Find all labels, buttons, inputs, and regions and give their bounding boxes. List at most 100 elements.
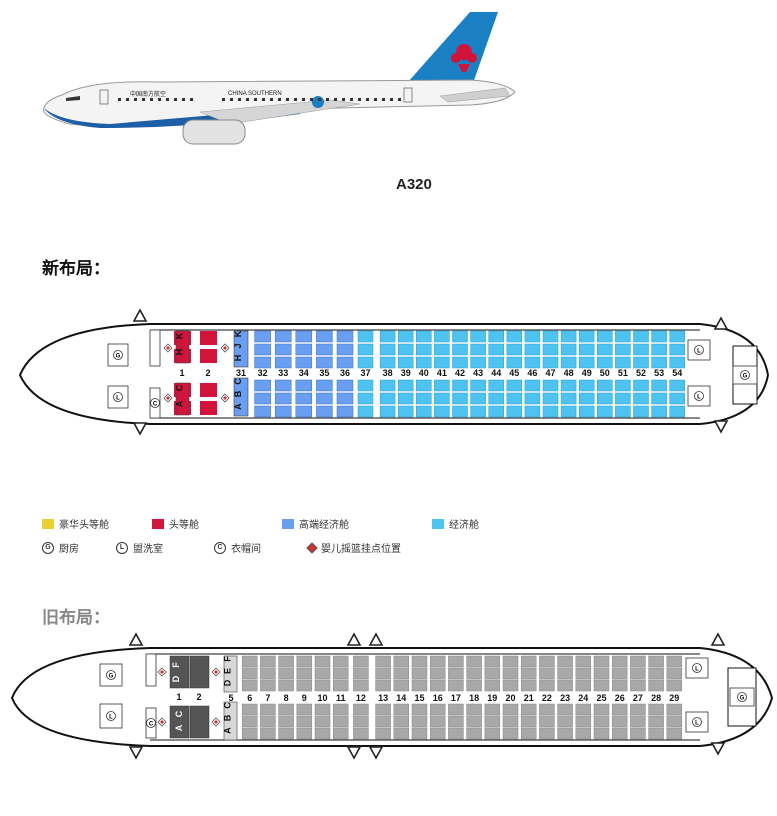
economy-seat bbox=[470, 379, 486, 392]
economy-seat-old bbox=[611, 715, 628, 728]
closet-letter: C bbox=[153, 402, 158, 408]
economy-seat-old bbox=[611, 655, 628, 668]
economy-seat-old bbox=[332, 667, 349, 680]
premium-seat bbox=[336, 343, 354, 356]
row-number: 12 bbox=[356, 693, 366, 703]
economy-seat bbox=[633, 405, 649, 418]
economy-seat bbox=[379, 330, 396, 343]
economy-seat-old bbox=[648, 715, 664, 728]
economy-seat bbox=[542, 392, 559, 405]
economy-seat-old bbox=[448, 679, 464, 692]
economy-seat-old bbox=[539, 679, 555, 692]
closet-icon: C bbox=[214, 541, 226, 554]
legend-item-closet: C 衣帽间 bbox=[214, 540, 261, 555]
economy-seat-old bbox=[448, 655, 464, 668]
rear-lavatory-top-icon bbox=[692, 663, 702, 673]
economy-seat bbox=[560, 392, 577, 405]
front-lavatory-letter: L bbox=[109, 715, 113, 721]
economy-seat-old bbox=[557, 667, 573, 680]
economy-seat-old bbox=[593, 703, 610, 716]
economy-seat-old bbox=[648, 703, 664, 716]
economy-seat-old bbox=[520, 667, 537, 680]
row-number: 2 bbox=[205, 368, 210, 378]
economy-seat-old bbox=[393, 655, 410, 668]
seat-letter: B bbox=[223, 714, 233, 721]
economy-seat-old bbox=[502, 727, 519, 740]
seat-letter: D bbox=[171, 675, 181, 682]
rear-galley-letter: G bbox=[740, 696, 745, 702]
economy-seat bbox=[542, 379, 559, 392]
tail-logo-icon bbox=[451, 44, 477, 72]
economy-seat-old bbox=[648, 727, 664, 740]
economy-seat-old bbox=[296, 655, 313, 668]
economy-seat bbox=[434, 405, 450, 418]
row-number: 16 bbox=[433, 693, 443, 703]
window-dot bbox=[310, 98, 313, 101]
economy-seat-old bbox=[314, 667, 331, 680]
economy-seat-old bbox=[502, 667, 519, 680]
premium-seat bbox=[295, 392, 313, 405]
economy-seat bbox=[578, 343, 595, 356]
window-dot bbox=[246, 98, 249, 101]
economy-seat bbox=[524, 330, 541, 343]
premium-seat bbox=[295, 343, 313, 356]
first-seat-old bbox=[169, 655, 190, 689]
front-lavatory-letter: L bbox=[116, 396, 120, 402]
row-number: 24 bbox=[578, 693, 588, 703]
bassinet-icon-core bbox=[223, 396, 227, 400]
economy-seat-old bbox=[575, 703, 592, 716]
row-number: 11 bbox=[336, 693, 346, 703]
economy-seat-old bbox=[630, 679, 646, 692]
seat-letter: A bbox=[223, 727, 233, 734]
economy-seat bbox=[488, 405, 504, 418]
seat-letter: J bbox=[233, 343, 243, 348]
economy-seat bbox=[379, 405, 396, 418]
economy-seat bbox=[397, 343, 414, 356]
economy-seat bbox=[597, 392, 613, 405]
economy-seat-old bbox=[429, 667, 446, 680]
window-dot bbox=[374, 98, 377, 101]
premium-seat bbox=[274, 356, 292, 369]
row-number: 29 bbox=[669, 693, 679, 703]
exit-arrow-icon bbox=[346, 746, 362, 760]
economy-seat bbox=[524, 343, 541, 356]
economy-seat bbox=[488, 379, 504, 392]
premium-seat bbox=[316, 405, 333, 418]
economy-seat-old bbox=[539, 727, 555, 740]
economy-seat bbox=[560, 379, 577, 392]
economy-seat bbox=[669, 405, 685, 418]
economy-seat bbox=[597, 379, 613, 392]
window-dot bbox=[326, 98, 329, 101]
economy-seat-old bbox=[260, 655, 276, 668]
row-number: 26 bbox=[615, 693, 625, 703]
economy-seat-old bbox=[375, 715, 391, 728]
economy-seat bbox=[357, 379, 374, 392]
legend-item-lavatory: L 盥洗室 bbox=[116, 540, 163, 555]
economy-seat bbox=[416, 330, 432, 343]
legend-item-bassinet: 婴儿摇篮挂点位置 bbox=[306, 540, 401, 555]
economy-seat-old bbox=[466, 703, 482, 716]
row-number: 41 bbox=[437, 368, 447, 378]
row-number: 25 bbox=[596, 693, 606, 703]
economy-seat bbox=[633, 379, 649, 392]
economy-seat-old bbox=[520, 679, 537, 692]
lavatory-icon: L bbox=[116, 541, 128, 554]
economy-seat-old bbox=[557, 715, 573, 728]
window-dot bbox=[334, 98, 337, 101]
window-dot bbox=[166, 98, 169, 101]
premium-seat bbox=[336, 356, 354, 369]
row-number: 37 bbox=[360, 368, 370, 378]
front-galley-letter: G bbox=[109, 674, 114, 680]
window-dot bbox=[302, 98, 305, 101]
economy-seat-old bbox=[241, 703, 258, 716]
window-dot bbox=[398, 98, 401, 101]
economy-seat-old bbox=[241, 727, 258, 740]
economy-seat-old bbox=[375, 679, 391, 692]
economy-seat bbox=[357, 330, 374, 343]
exit-arrow-icon bbox=[710, 632, 726, 646]
premium-seat bbox=[316, 392, 333, 405]
economy-seat-old bbox=[575, 667, 592, 680]
first-seat bbox=[200, 349, 217, 363]
legend-label: 盥洗室 bbox=[133, 544, 163, 555]
